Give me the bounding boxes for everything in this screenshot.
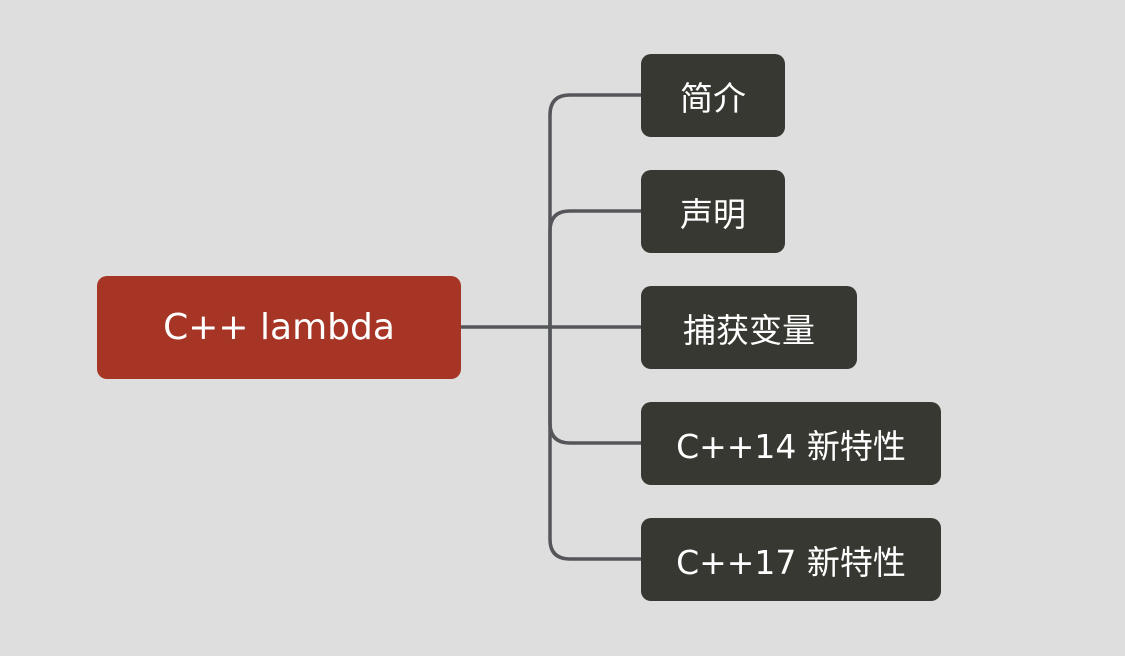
connector-to-child-1 (548, 93, 643, 329)
child-node-label: C++17 新特性 (676, 542, 906, 582)
connector-to-child-5 (548, 325, 643, 561)
child-node-cpp17[interactable]: C++17 新特性 (641, 518, 941, 601)
child-node-capture[interactable]: 捕获变量 (641, 286, 857, 369)
connector-to-child-2 (548, 209, 643, 329)
root-node-label: C++ lambda (163, 307, 395, 348)
child-node-label: 简介 (680, 78, 746, 118)
child-node-label: C++14 新特性 (676, 426, 906, 466)
child-node-intro[interactable]: 简介 (641, 54, 785, 137)
root-node[interactable]: C++ lambda (97, 276, 461, 379)
child-node-declaration[interactable]: 声明 (641, 170, 785, 253)
child-node-label: 捕获变量 (683, 310, 815, 350)
child-node-cpp14[interactable]: C++14 新特性 (641, 402, 941, 485)
connector-to-child-4 (548, 325, 643, 445)
child-node-label: 声明 (680, 194, 746, 234)
